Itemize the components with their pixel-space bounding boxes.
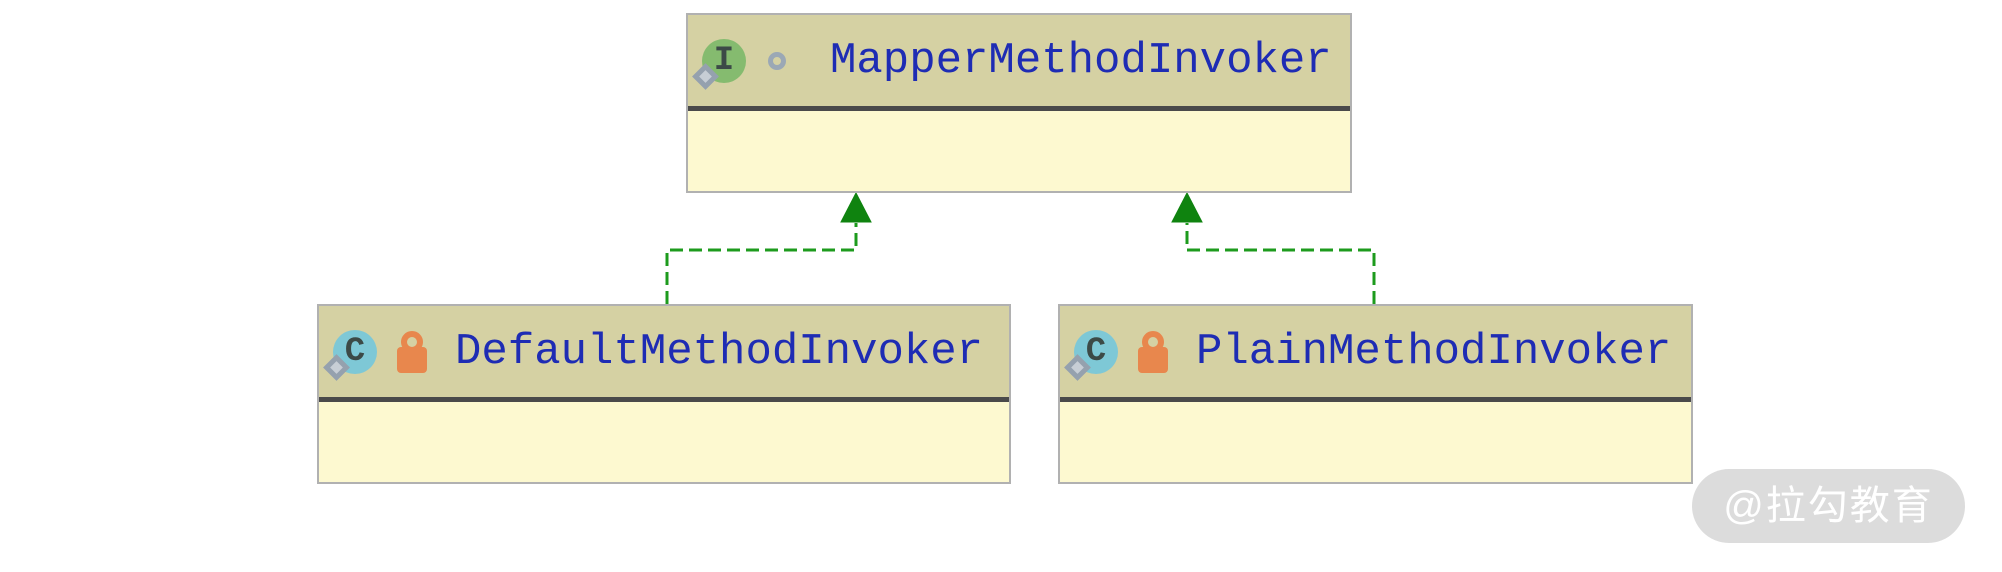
node-body (319, 402, 1009, 482)
header-separator (319, 397, 1009, 402)
node-default-method-invoker[interactable]: C DefaultMethodInvoker (317, 304, 1011, 484)
implements-edge-default-to-mapper[interactable] (665, 191, 872, 304)
lock-icon (397, 330, 427, 373)
node-title: DefaultMethodInvoker (455, 326, 984, 377)
node-body (1060, 402, 1691, 482)
header-separator (688, 106, 1350, 111)
arrowhead-icon (840, 191, 872, 223)
arrowhead-icon (1171, 191, 1203, 223)
class-icon: C (1064, 329, 1118, 381)
node-body (688, 111, 1350, 191)
implements-edge-plain-to-mapper[interactable] (1171, 191, 1376, 304)
lock-icon (1138, 330, 1168, 373)
node-plain-method-invoker[interactable]: C PlainMethodInvoker (1058, 304, 1693, 484)
node-title: MapperMethodInvoker (830, 35, 1332, 86)
class-letter: C (1085, 332, 1107, 371)
class-letter: C (344, 332, 366, 371)
node-header: I MapperMethodInvoker (688, 15, 1350, 106)
node-header: C DefaultMethodInvoker (319, 306, 1009, 397)
node-mapper-method-invoker[interactable]: I MapperMethodInvoker (686, 13, 1352, 193)
header-separator (1060, 397, 1691, 402)
visibility-ring-icon (768, 51, 786, 70)
node-header: C PlainMethodInvoker (1060, 306, 1691, 397)
interface-letter: I (713, 41, 735, 80)
watermark: @拉勾教育 (1692, 469, 1965, 543)
node-title: PlainMethodInvoker (1196, 326, 1672, 377)
interface-icon: I (692, 38, 746, 90)
class-icon: C (323, 329, 377, 381)
